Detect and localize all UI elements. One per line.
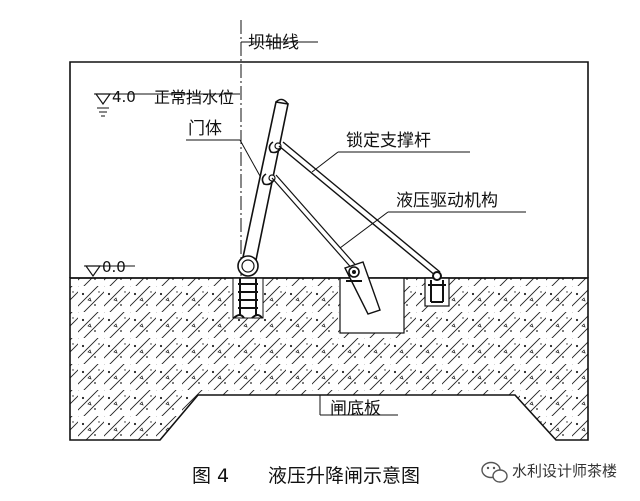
concrete-body [69,277,589,441]
upper-frame [69,61,589,278]
lock-support [428,271,446,303]
ground-level-mark: 0.0 [84,258,135,278]
hinge-anchor [233,278,263,319]
figure-number: 图 4 [192,465,229,487]
dam-axis-label: 坝轴线 [248,33,299,53]
figure-title: 液压升降闸示意图 [268,465,420,487]
hinge-icon [237,255,259,277]
watermark-text: 水利设计师茶楼 [512,462,617,480]
gate-body-label: 门体 [188,119,222,139]
ground-level-value: 0.0 [102,258,126,276]
wechat-icon [481,461,508,483]
normal-water-level: 4.0 正常挡水位 [94,88,240,117]
bottom-slab-label: 闸底板 [330,399,381,419]
watermark: 水利设计师茶楼 [481,461,617,483]
lock-strut [278,141,446,303]
normal-level-text: 正常挡水位 [154,88,234,107]
gate-leaf [233,98,289,319]
lock-strut-label: 锁定支撑杆 [346,131,431,151]
leader-lines [186,139,526,416]
normal-level-value: 4.0 [112,88,136,106]
hydraulic-cylinder [271,174,381,315]
hydraulic-drive-label: 液压驱动机构 [396,191,498,211]
